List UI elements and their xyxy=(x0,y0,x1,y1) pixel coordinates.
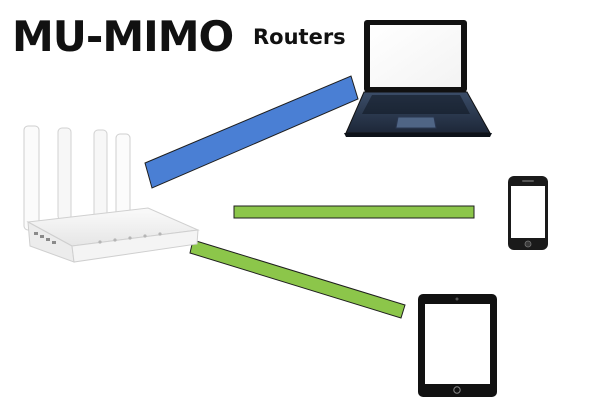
smartphone-icon xyxy=(508,176,548,250)
tablet-icon xyxy=(418,294,497,397)
title-main: MU-MIMO xyxy=(12,12,233,61)
link-tablet xyxy=(189,239,406,319)
laptop-icon xyxy=(344,20,492,137)
link-smartphone xyxy=(233,205,475,219)
title-sub: Routers xyxy=(253,25,346,49)
link-laptop xyxy=(144,75,359,189)
router-icon xyxy=(23,125,200,263)
